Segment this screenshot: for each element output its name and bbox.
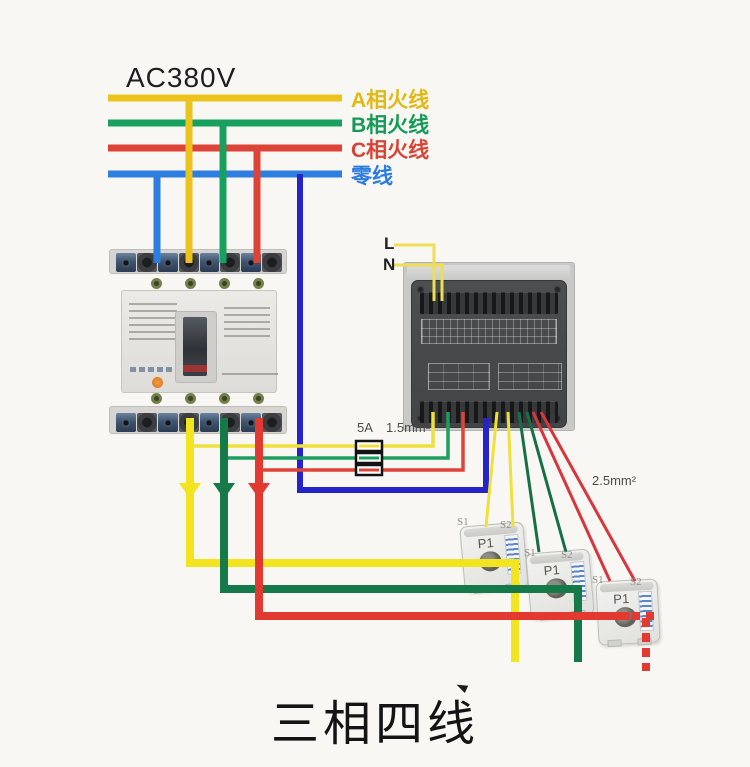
meter-voltage-input-table	[428, 363, 490, 390]
breaker-screw-row	[109, 392, 287, 405]
ct-foot	[473, 585, 489, 594]
meter-terminal-number-grid	[421, 319, 557, 344]
breaker-terminal-screw	[262, 413, 282, 432]
breaker-terminal-screw	[136, 253, 157, 272]
breaker-top-terminal-block	[109, 249, 287, 274]
arrow-phase-c	[248, 483, 270, 499]
ct-foot	[571, 609, 586, 619]
breaker-terminal	[116, 253, 136, 272]
breaker-terminal	[241, 253, 262, 272]
breaker-toggle-recess	[175, 311, 217, 383]
meter-bottom-terminal-strip	[420, 401, 558, 423]
breaker-terminal-screw	[262, 253, 282, 272]
ct-c-s1-label: S1	[592, 574, 604, 586]
ct-b-s2-wire	[525, 411, 568, 553]
ct-rating-sticker	[570, 560, 588, 602]
breaker-face	[121, 290, 278, 393]
green-screw	[253, 278, 264, 289]
ct-foot	[539, 612, 555, 621]
circuit-breaker	[109, 249, 287, 434]
breaker-terminal-screw	[178, 253, 199, 272]
ct-phase-b: P1	[525, 548, 595, 621]
green-screw	[151, 393, 162, 404]
green-screw	[219, 278, 230, 289]
green-screw	[185, 393, 196, 404]
breaker-bottom-terminal-block	[109, 406, 287, 434]
phase-c-label: C相火线	[351, 139, 430, 162]
ct-wire-gauge-label: 2.5mm²	[592, 473, 637, 488]
breaker-terminal	[116, 413, 136, 432]
breaker-cert-text	[222, 373, 278, 379]
ct-rating-sticker	[504, 533, 522, 575]
green-screw	[151, 278, 162, 289]
ct-foot	[637, 637, 652, 646]
ct-b-s1-label: S1	[524, 547, 536, 559]
green-screw	[185, 278, 196, 289]
meter-L-terminal-label: L	[384, 234, 395, 253]
breaker-model-text	[130, 367, 172, 372]
ct-phase-a: P1	[459, 521, 529, 594]
ct-p1-label: P1	[543, 562, 561, 579]
breaker-top-terminals	[116, 253, 282, 272]
breaker-rating-text	[224, 307, 270, 341]
power-phase-b	[220, 418, 582, 662]
ct-a-s1-label: S1	[457, 516, 469, 528]
fuse-rating-label: 5A	[357, 420, 373, 435]
ct-c-s2-label: S2	[630, 576, 642, 588]
arrow-phase-b	[213, 483, 235, 499]
phase-a-label: A相火线	[351, 89, 430, 112]
green-screw	[253, 393, 264, 404]
fuse-phase-b	[354, 451, 384, 465]
ct-rating-sticker	[637, 590, 655, 632]
neutral-label: 零线	[351, 165, 393, 188]
meter-bezel-highlight	[407, 265, 570, 278]
breaker-terminal	[157, 413, 178, 432]
source-voltage-label: AC380V	[126, 62, 237, 93]
ct-a-s2-label: S2	[500, 519, 512, 531]
ct-foot	[607, 639, 622, 648]
meter-N-terminal-label: N	[383, 255, 396, 274]
phase-b-label: B相火线	[351, 114, 430, 137]
sense-wire-gauge-label: 1.5mm²	[386, 420, 431, 435]
breaker-bottom-terminals	[116, 413, 282, 432]
power-meter	[403, 262, 575, 431]
arrow-phase-a	[179, 483, 201, 499]
ct-foot	[505, 582, 520, 592]
breaker-terminal	[199, 253, 220, 272]
breaker-terminal	[241, 413, 262, 432]
ct-primary-hole	[613, 606, 637, 628]
meter-top-terminal-strip	[420, 292, 558, 314]
ct-p1-label: P1	[477, 535, 495, 552]
ct-b-s2-label: S2	[561, 549, 573, 561]
breaker-terminal-screw	[220, 253, 241, 272]
green-screw	[219, 393, 230, 404]
breaker-toggle-handle[interactable]	[183, 317, 207, 376]
ct-primary-hole	[478, 550, 503, 573]
fuse-phase-a	[354, 439, 384, 453]
diagram-title: 三相四线	[270, 698, 479, 751]
breaker-terminal	[199, 413, 220, 432]
breaker-terminal	[157, 253, 178, 272]
meter-corner-screw	[554, 286, 561, 293]
breaker-terminal-screw	[136, 413, 157, 432]
ct-primary-hole	[544, 577, 569, 600]
breaker-spec-text	[129, 303, 177, 345]
meter-current-input-table	[498, 363, 562, 390]
fuse-phase-c	[354, 463, 384, 477]
meter-body	[411, 280, 567, 428]
ct-phase-c: P1	[595, 578, 661, 648]
breaker-trip-button[interactable]	[152, 377, 163, 388]
breaker-screw-row	[109, 277, 287, 290]
breaker-terminal-screw	[220, 413, 241, 432]
breaker-terminal-screw	[178, 413, 199, 432]
ct-p1-label: P1	[612, 590, 630, 607]
